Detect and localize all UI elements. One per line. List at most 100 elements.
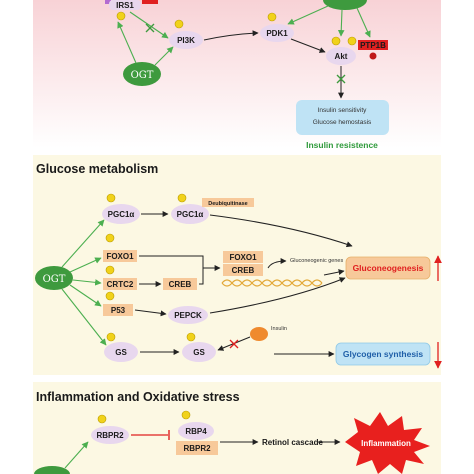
irs1-label: IRS1 <box>116 1 134 10</box>
insulin-resistance-label: Insulin resistence <box>306 140 378 150</box>
arrow-creb-to-complex <box>199 268 204 285</box>
arrow-ogt-to-p53 <box>69 284 102 307</box>
ogt-node-bottom-fragment <box>34 466 70 474</box>
insulin-outcome-box <box>296 100 389 135</box>
insulin-label: Insulin <box>271 326 287 332</box>
pgc1a-left-node <box>102 204 140 224</box>
arrow-ogt-to-gs <box>61 288 107 346</box>
o-glcnac-marker-icon <box>267 12 277 22</box>
gs-right-node <box>182 342 216 362</box>
foxo1-left-node <box>103 250 137 262</box>
insulin-outcome-line-2: Glucose hemostasis <box>313 119 372 126</box>
inhibition-x-icon <box>145 23 155 33</box>
ptp1b-label: PTP1B <box>360 41 386 50</box>
creb-right-node <box>223 264 263 276</box>
arrow-dna-to-gluconeogenesis <box>323 269 345 276</box>
o-glcnac-marker-icon <box>331 36 341 46</box>
arrow-ogt-to-rbpr2 <box>64 441 89 469</box>
deubiquitinase-node <box>202 198 254 207</box>
arrow-to-gluconeogenic-genes <box>267 258 287 269</box>
o-glcnac-marker-icon <box>116 11 126 21</box>
ptp1b-node <box>358 40 388 50</box>
ogt-label-top: OGT <box>131 70 154 81</box>
arrow-ogt-to-pi3k <box>154 46 174 66</box>
glycogen-synthesis-label: Glycogen synthesis <box>343 349 424 359</box>
gs-left-node <box>104 342 138 362</box>
ogt-node-top <box>123 62 161 86</box>
pepck-label: PEPCK <box>174 311 202 320</box>
receptor-fragment-left <box>105 0 111 4</box>
arrow-pgc1a-to-gluconeogenesis <box>209 214 353 248</box>
pepck-node <box>168 306 208 324</box>
arrow-pepck-to-gluconeogenesis <box>209 277 346 314</box>
o-glcnac-marker-icon <box>186 332 196 342</box>
arrow-foxo1-to-complex <box>139 255 221 271</box>
inflammation-section-title: Inflammation and Oxidative stress <box>36 390 240 404</box>
ptp1b-dot <box>369 52 377 60</box>
o-glcnac-marker-icon <box>105 265 115 275</box>
gluconeogenesis-label: Gluconeogenesis <box>353 263 424 273</box>
pgc1a-right-node <box>171 204 209 224</box>
creb-left-node <box>163 278 197 290</box>
akt-node <box>326 47 356 65</box>
o-glcnac-marker-icon <box>181 410 191 420</box>
creb-left-label: CREB <box>169 280 192 289</box>
o-glcnac-marker-icon <box>97 414 107 424</box>
o-glcnac-marker-icon <box>106 332 116 342</box>
pgc1a-right-label: PGC1α <box>177 210 204 219</box>
gluconeogenesis-box <box>345 256 431 280</box>
o-glcnac-marker-icon <box>105 291 115 301</box>
arrow-pdk1-to-akt <box>290 38 326 53</box>
rbpr2-left-label: RBPR2 <box>96 431 124 440</box>
crtc2-node <box>103 278 137 290</box>
arrow-top-to-akt <box>337 9 345 37</box>
rbpr2-right-label: RBPR2 <box>183 444 211 453</box>
o-glcnac-marker-icon <box>105 233 115 243</box>
arrow-top-to-pdk1 <box>287 5 329 25</box>
ogt-node-middle <box>35 266 73 290</box>
rbpr2-left-node <box>91 426 129 444</box>
arrow-ogt-to-foxo1 <box>69 257 102 273</box>
pdk1-label: PDK1 <box>266 29 288 38</box>
p53-node <box>103 304 133 316</box>
arrow-ogt-to-crtc2 <box>72 279 102 286</box>
dna-strand-icon <box>221 279 323 287</box>
irs1-node <box>109 0 141 10</box>
insulin-node <box>250 327 268 341</box>
inflammation-label: Inflammation <box>361 439 411 448</box>
ogt-label-middle: OGT <box>43 274 66 285</box>
o-glcnac-marker-icon <box>174 19 184 29</box>
inhibition-x-icon <box>336 74 346 84</box>
akt-label: Akt <box>335 52 348 61</box>
inflammation-burst-icon <box>345 412 430 474</box>
pi3k-node <box>169 31 203 49</box>
arrow-p53-to-pepck <box>134 309 167 317</box>
receptor-fragment-right <box>142 0 158 4</box>
arrow-ogt-to-irs1 <box>117 21 137 64</box>
o-glcnac-marker-icon <box>347 36 357 46</box>
top-green-node-fragment <box>323 0 367 10</box>
crtc2-label: CRTC2 <box>107 280 134 289</box>
o-glcnac-marker-icon <box>177 193 187 203</box>
foxo1-right-label: FOXO1 <box>229 253 257 262</box>
rbp4-node <box>178 422 214 440</box>
pgc1a-left-label: PGC1α <box>108 210 135 219</box>
foxo1-left-label: FOXO1 <box>106 252 134 261</box>
gs-right-label: GS <box>193 348 205 357</box>
gluconeogenic-genes-label: Gluconeogenic genes <box>290 258 343 264</box>
pi3k-label: PI3K <box>177 36 195 45</box>
arrow-ogt-to-pgc1a <box>61 219 105 268</box>
rbpr2-right-node <box>176 441 218 455</box>
glycogen-synthesis-box <box>335 342 431 366</box>
inhibition-x-icon <box>229 339 239 349</box>
o-glcnac-marker-icon <box>106 193 116 203</box>
deubiquitinase-label: Deubiquitinase <box>208 201 247 207</box>
creb-right-label: CREB <box>232 266 255 275</box>
pdk1-node <box>260 24 294 42</box>
p53-label: P53 <box>111 306 126 315</box>
glucose-section-title: Glucose metabolism <box>36 162 158 176</box>
gs-left-label: GS <box>115 348 127 357</box>
retinol-cascade-label: Retinol cascade <box>262 438 323 447</box>
arrow-irs1-to-pi3k <box>129 11 169 39</box>
